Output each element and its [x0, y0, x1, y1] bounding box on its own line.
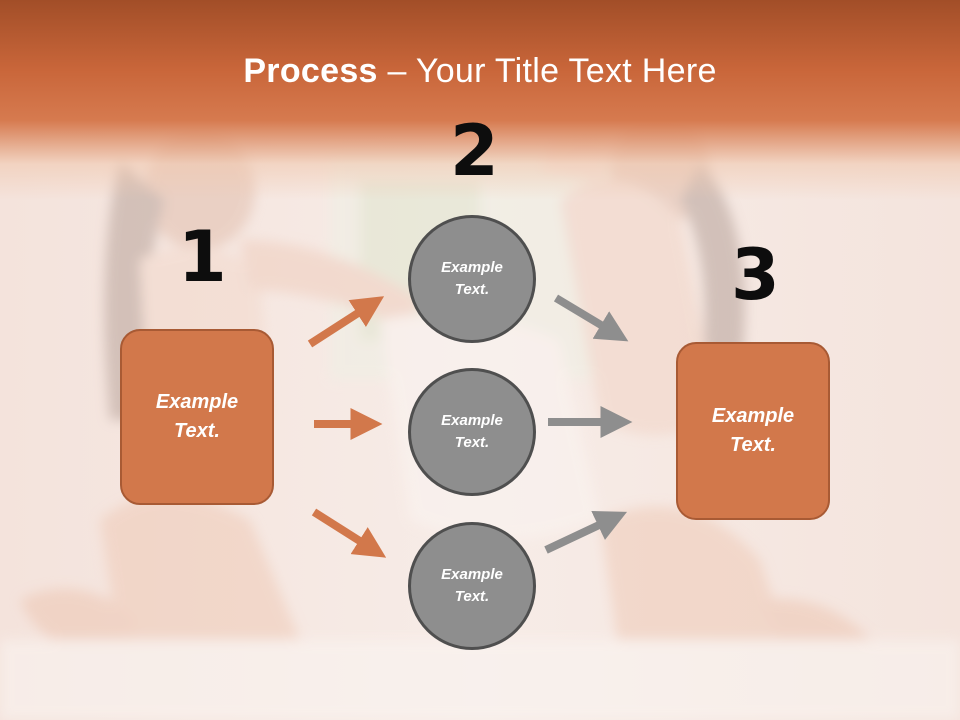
- circle-bottom-text: Example Text.: [441, 565, 503, 606]
- step-3-box[interactable]: Example Text.: [676, 342, 830, 520]
- circle-top-text: Example Text.: [441, 258, 503, 299]
- step-1-box[interactable]: Example Text.: [120, 329, 274, 505]
- step-1-box-text: Example Text.: [155, 391, 239, 442]
- step-number-2: 2: [450, 110, 499, 192]
- circle-middle[interactable]: Example Text.: [408, 368, 536, 496]
- title-bold: Process: [243, 52, 378, 90]
- circle-middle-text: Example Text.: [441, 411, 503, 452]
- circle-top[interactable]: Example Text.: [408, 215, 536, 343]
- page-title: Process – Your Title Text Here: [0, 52, 960, 91]
- step-3-box-text: Example Text.: [711, 405, 795, 456]
- arrow-box1-to-circle1: [307, 296, 385, 348]
- arrow-circle1-to-box3: [553, 294, 629, 342]
- arrow-box1-to-circle3: [311, 508, 387, 558]
- title-rest: – Your Title Text Here: [377, 52, 717, 90]
- step-number-3: 3: [731, 234, 780, 316]
- arrow-circle3-to-box3: [544, 511, 628, 554]
- circle-bottom[interactable]: Example Text.: [408, 522, 536, 650]
- title-band: [0, 0, 960, 200]
- step-number-1: 1: [178, 216, 227, 298]
